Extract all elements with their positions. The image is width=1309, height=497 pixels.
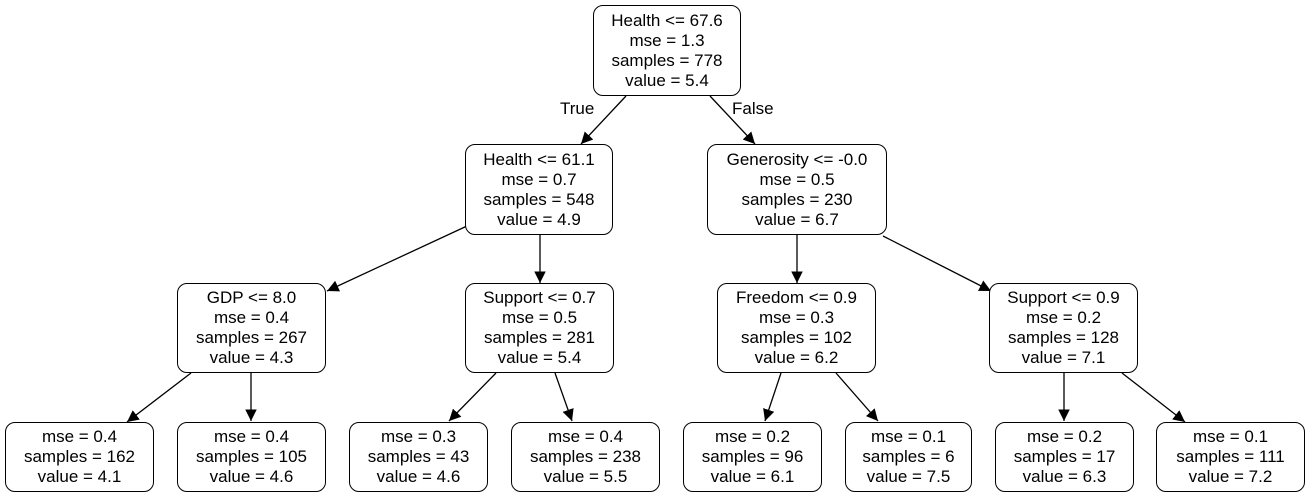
node-split-condition: Support <= 0.7 bbox=[483, 288, 596, 307]
tree-leaf-node: mse = 0.2 samples = 17 value = 6.3 bbox=[995, 422, 1134, 492]
node-mse: mse = 0.1 bbox=[1192, 427, 1269, 446]
node-samples: samples = 105 bbox=[195, 447, 308, 466]
node-mse: mse = 0.7 bbox=[501, 169, 577, 189]
node-value: value = 4.9 bbox=[497, 209, 581, 229]
node-split-condition: GDP <= 8.0 bbox=[206, 288, 297, 307]
edge-freedom-to-leaf-6 bbox=[835, 372, 879, 422]
tree-leaf-node: mse = 0.4 samples = 238 value = 5.5 bbox=[511, 422, 660, 492]
tree-leaf-node: mse = 0.4 samples = 105 value = 4.6 bbox=[177, 422, 326, 492]
node-value: value = 4.6 bbox=[376, 467, 461, 486]
node-samples: samples = 6 bbox=[862, 447, 955, 466]
edge-health-61-to-gdp bbox=[326, 225, 468, 292]
edge-generosity-to-support-09 bbox=[882, 235, 992, 292]
node-samples: samples = 230 bbox=[741, 189, 853, 209]
node-value: value = 7.1 bbox=[1021, 348, 1106, 367]
tree-node-support-07: Support <= 0.7 mse = 0.5 samples = 281 v… bbox=[465, 283, 614, 373]
node-mse: mse = 0.1 bbox=[870, 427, 947, 446]
tree-leaf-node: mse = 0.1 samples = 6 value = 7.5 bbox=[845, 422, 972, 492]
edge-support-07-to-leaf-43 bbox=[448, 372, 497, 422]
node-value: value = 5.4 bbox=[625, 70, 709, 90]
node-split-condition: Health <= 67.6 bbox=[611, 10, 723, 30]
tree-leaf-node: mse = 0.4 samples = 162 value = 4.1 bbox=[5, 422, 154, 492]
node-mse: mse = 0.4 bbox=[547, 427, 624, 446]
node-value: value = 5.4 bbox=[497, 348, 582, 367]
node-mse: mse = 0.3 bbox=[758, 308, 835, 327]
node-samples: samples = 111 bbox=[1176, 447, 1285, 466]
edge-support-09-to-leaf-111 bbox=[1121, 372, 1186, 423]
tree-node-support-09: Support <= 0.9 mse = 0.2 samples = 128 v… bbox=[989, 283, 1138, 373]
node-samples: samples = 281 bbox=[483, 328, 596, 347]
edge-gdp-to-leaf-162 bbox=[126, 372, 192, 423]
node-mse: mse = 0.4 bbox=[213, 427, 290, 446]
edge-freedom-to-leaf-96 bbox=[763, 372, 782, 422]
node-samples: samples = 548 bbox=[483, 189, 595, 209]
node-samples: samples = 17 bbox=[1013, 447, 1116, 466]
node-split-condition: Health <= 61.1 bbox=[483, 149, 595, 169]
tree-node-freedom: Freedom <= 0.9 mse = 0.3 samples = 102 v… bbox=[717, 283, 876, 373]
tree-node-health-61: Health <= 61.1 mse = 0.7 samples = 548 v… bbox=[465, 144, 613, 235]
edge-root-to-health-61 bbox=[580, 95, 627, 145]
node-value: value = 6.1 bbox=[710, 467, 795, 486]
false-edge-label: False bbox=[732, 99, 774, 118]
node-mse: mse = 0.3 bbox=[380, 427, 457, 446]
node-split-condition: Generosity <= -0.0 bbox=[726, 149, 868, 169]
tree-leaf-node: mse = 0.2 samples = 96 value = 6.1 bbox=[683, 422, 822, 492]
node-samples: samples = 267 bbox=[195, 328, 308, 347]
node-mse: mse = 0.2 bbox=[1026, 427, 1103, 446]
node-value: value = 7.2 bbox=[1188, 467, 1273, 486]
node-samples: samples = 238 bbox=[529, 447, 642, 466]
tree-node-root: Health <= 67.6 mse = 1.3 samples = 778 v… bbox=[593, 5, 741, 96]
tree-leaf-node: mse = 0.1 samples = 111 value = 7.2 bbox=[1156, 422, 1305, 492]
node-value: value = 6.2 bbox=[754, 348, 839, 367]
node-samples: samples = 102 bbox=[740, 328, 853, 347]
edge-root-to-generosity bbox=[709, 95, 756, 145]
node-value: value = 4.3 bbox=[209, 348, 294, 367]
node-mse: mse = 1.3 bbox=[629, 30, 705, 50]
node-samples: samples = 96 bbox=[701, 447, 804, 466]
tree-leaf-node: mse = 0.3 samples = 43 value = 4.6 bbox=[349, 422, 488, 492]
node-value: value = 4.6 bbox=[209, 467, 294, 486]
node-value: value = 7.5 bbox=[866, 467, 951, 486]
node-split-condition: Support <= 0.9 bbox=[1007, 288, 1120, 307]
node-mse: mse = 0.4 bbox=[41, 427, 118, 446]
node-value: value = 5.5 bbox=[543, 467, 628, 486]
node-samples: samples = 162 bbox=[23, 447, 136, 466]
node-samples: samples = 128 bbox=[1007, 328, 1120, 347]
node-mse: mse = 0.5 bbox=[759, 169, 835, 189]
node-mse: mse = 0.4 bbox=[213, 308, 290, 327]
node-value: value = 6.7 bbox=[755, 209, 839, 229]
node-samples: samples = 43 bbox=[367, 447, 470, 466]
node-samples: samples = 778 bbox=[611, 50, 723, 70]
tree-node-generosity: Generosity <= -0.0 mse = 0.5 samples = 2… bbox=[707, 144, 887, 235]
node-split-condition: Freedom <= 0.9 bbox=[736, 288, 857, 307]
node-mse: mse = 0.5 bbox=[501, 308, 578, 327]
node-value: value = 4.1 bbox=[37, 467, 122, 486]
edge-support-07-to-leaf-238 bbox=[554, 372, 574, 422]
true-edge-label: True bbox=[560, 99, 595, 118]
node-mse: mse = 0.2 bbox=[714, 427, 791, 446]
node-value: value = 6.3 bbox=[1022, 467, 1107, 486]
tree-node-gdp: GDP <= 8.0 mse = 0.4 samples = 267 value… bbox=[177, 283, 326, 373]
node-mse: mse = 0.2 bbox=[1025, 308, 1102, 327]
